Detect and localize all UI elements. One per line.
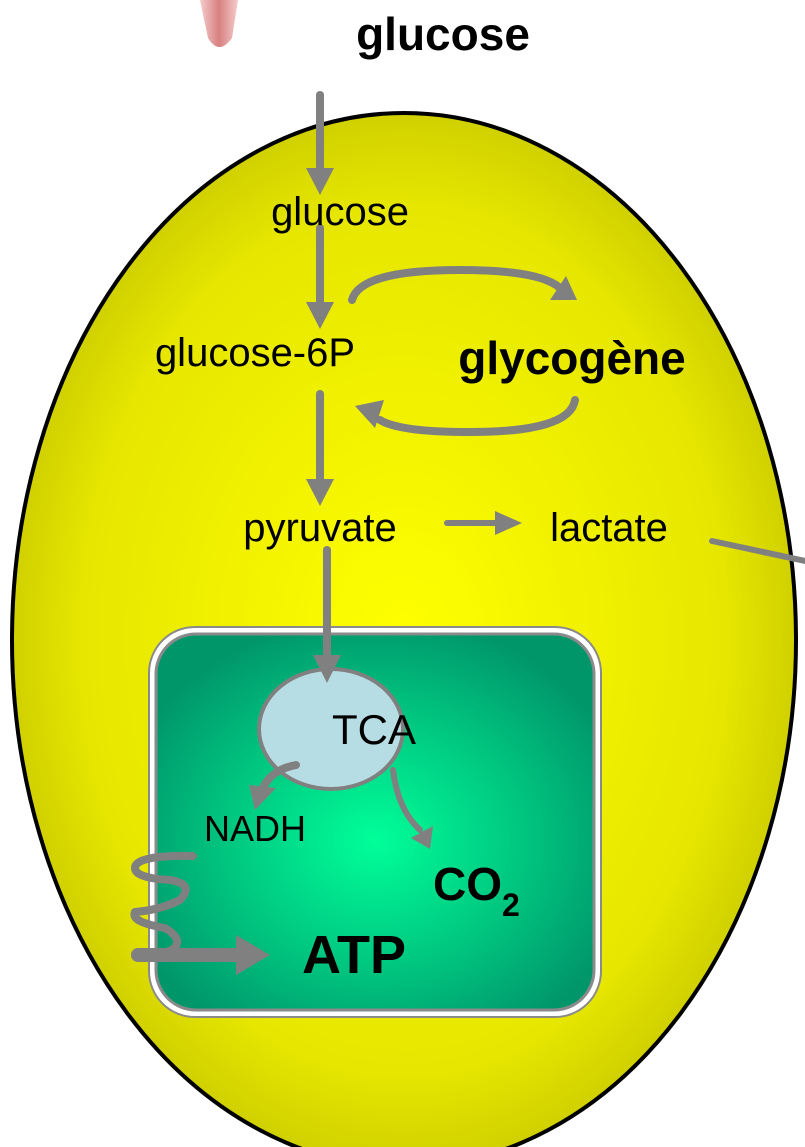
co2-subscript: 2 (502, 887, 520, 923)
blood-glucose-label: glucose (356, 8, 530, 60)
arrow-glucose-to-g6p (306, 224, 334, 329)
arrow-g6p-to-glycogen (348, 266, 577, 304)
lactate-label: lactate (550, 506, 668, 550)
intracellular-glucose-label: glucose (271, 190, 409, 234)
tca-label: TCA (332, 706, 416, 753)
co2-main-text: CO (433, 858, 502, 910)
glucose-6p-label: glucose-6P (155, 331, 355, 375)
co2-label: CO2 (433, 858, 520, 923)
arrow-tca-to-co2 (390, 767, 433, 849)
arrow-tca-to-nadh (249, 761, 300, 810)
arrow-etc-to-atp (131, 935, 270, 975)
arrow-glucose-import (306, 91, 334, 195)
blood-vessel-icon (200, 0, 238, 47)
arrow-pyruvate-to-tca (313, 546, 341, 683)
arrow-glycogen-to-g6p (355, 396, 579, 436)
nadh-label: NADH (204, 808, 306, 849)
arrow-pyruvate-to-lactate (444, 511, 522, 535)
pyruvate-label: pyruvate (243, 506, 396, 550)
electron-transport-chain (130, 851, 197, 960)
glycogen-label: glycogène (458, 332, 686, 384)
arrow-g6p-to-pyruvate (306, 390, 334, 506)
atp-label: ATP (302, 925, 406, 985)
arrow-lactate-export (709, 538, 805, 564)
